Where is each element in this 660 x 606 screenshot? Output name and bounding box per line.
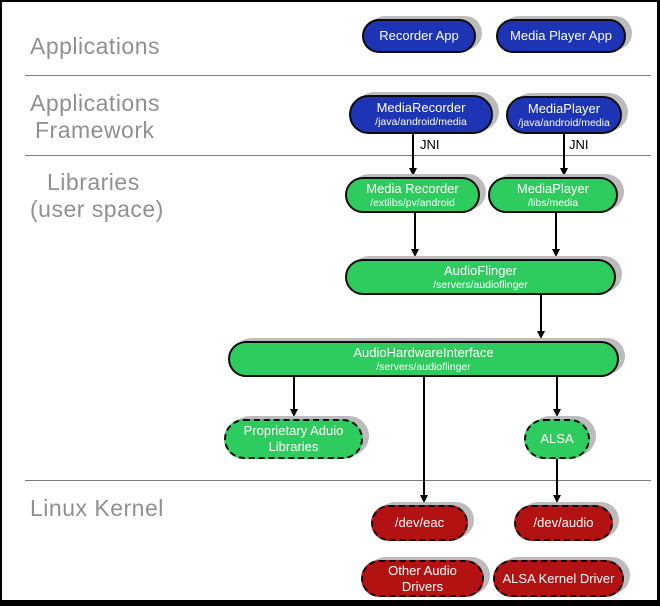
node-proprietary-audio-libraries: Proprietary Aduio Libraries <box>224 419 363 459</box>
node-alsa: ALSA <box>524 419 590 459</box>
section-divider-2 <box>25 155 651 156</box>
arrowhead-jni-player <box>559 168 568 176</box>
node-title: /dev/audio <box>533 515 594 531</box>
node-mediaplayer-framework: MediaPlayer/java/android/media <box>506 96 622 134</box>
node-title: AudioHardwareInterface <box>353 344 494 360</box>
arrowhead-alsa-to-dev-audio <box>552 495 561 503</box>
section-divider-3 <box>25 480 651 481</box>
node-title: MediaPlayer <box>527 100 601 116</box>
node-title: Other Audio Drivers <box>388 562 457 594</box>
section-label-linux-kernel: Linux Kernel <box>30 495 164 521</box>
node-dev-eac: /dev/eac <box>371 505 468 541</box>
arrow-label-jni-player: JNI <box>569 137 589 152</box>
section-label-applications: Applications <box>30 33 161 59</box>
node-alsa-kernel-driver: ALSA Kernel Driver <box>493 560 624 597</box>
section-label-applications-framework-line1: Applications <box>30 90 161 116</box>
section-label-applications-framework-line2: Framework <box>35 117 155 143</box>
node-title: ALSA <box>540 431 574 447</box>
node-audioflinger: AudioFlinger/servers/audioflinger <box>345 259 616 295</box>
arrow-jni-player <box>563 134 565 169</box>
node-subtitle: /java/android/media <box>375 116 467 129</box>
arrow-label-jni-recorder: JNI <box>420 137 440 152</box>
arrowhead-ahi-to-proprietary <box>289 409 298 417</box>
node-media-player-app: Media Player App <box>496 19 626 53</box>
node-subtitle: /servers/audioflinger <box>376 360 471 373</box>
arrow-recorder-to-flinger <box>414 213 416 250</box>
node-mediarecorder-framework: MediaRecorder/java/android/media <box>349 95 493 134</box>
node-title: /dev/eac <box>394 515 445 531</box>
arrow-ahi-to-alsa <box>556 377 558 410</box>
arrow-ahi-to-proprietary <box>293 377 295 410</box>
node-subtitle: /servers/audioflinger <box>433 278 528 291</box>
arrowhead-ahi-to-dev-eac <box>419 495 428 503</box>
arrowhead-player-to-flinger <box>551 249 560 257</box>
node-recorder-app: Recorder App <box>362 19 476 53</box>
arrowhead-jni-recorder <box>408 168 417 176</box>
node-title: MediaPlayer <box>516 180 590 196</box>
section-divider-1 <box>25 75 651 76</box>
node-dev-audio: /dev/audio <box>514 505 613 541</box>
node-subtitle: /extlibs/pv/android <box>370 196 455 209</box>
arrowhead-flinger-to-ahi <box>536 331 545 339</box>
node-title: Media Recorder <box>366 180 459 196</box>
section-label-libraries-user-space-line1: Libraries <box>47 169 140 195</box>
node-media-recorder-lib: Media Recorder/extlibs/pv/android <box>345 177 480 213</box>
node-title: Recorder App <box>379 28 459 44</box>
section-label-libraries-user-space-line2: (user space) <box>30 196 164 222</box>
node-title: Media Player App <box>510 28 612 44</box>
arrowhead-ahi-to-alsa <box>552 409 561 417</box>
arrow-alsa-to-dev-audio <box>556 459 558 496</box>
arrowhead-recorder-to-flinger <box>410 249 419 257</box>
node-mediaplayer-lib: MediaPlayer/libs/media <box>488 177 618 213</box>
arrow-player-to-flinger <box>555 213 557 250</box>
node-subtitle: /libs/media <box>527 196 579 209</box>
node-subtitle: /java/android/media <box>518 116 610 129</box>
arrow-jni-recorder <box>412 134 414 169</box>
node-title: ALSA Kernel Driver <box>502 570 615 586</box>
node-title: MediaRecorder <box>376 100 466 116</box>
arrow-flinger-to-ahi <box>540 295 542 332</box>
node-title: AudioFlinger <box>444 262 517 278</box>
node-other-audio-drivers: Other Audio Drivers <box>361 560 484 597</box>
node-title: Proprietary Aduio Libraries <box>243 423 344 454</box>
arrow-ahi-to-dev-eac <box>423 377 425 496</box>
node-audiohardwareinterface: AudioHardwareInterface/servers/audioflin… <box>228 341 619 377</box>
